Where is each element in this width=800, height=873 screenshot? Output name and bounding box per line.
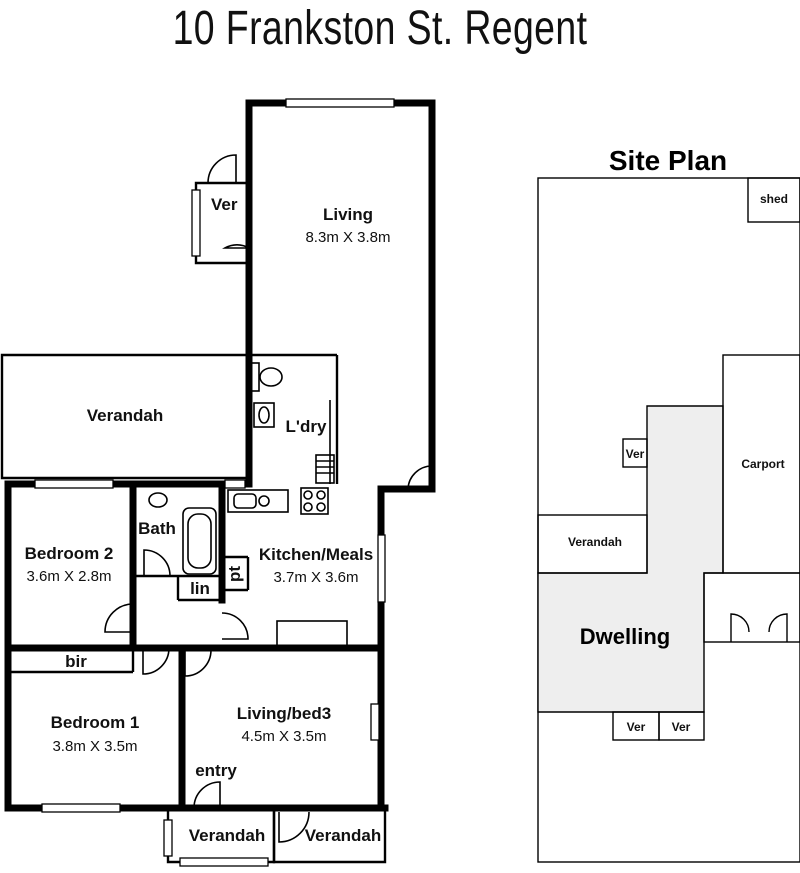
gate-enclosure-outline <box>703 572 800 643</box>
living-window-north <box>285 98 395 108</box>
bedroom2-window <box>34 479 114 489</box>
verandah-front-right-label: Verandah <box>305 826 382 845</box>
entry-label: entry <box>195 761 237 780</box>
verandah-left-window <box>163 819 173 857</box>
toilet-icon <box>259 367 283 387</box>
cooktop-icon <box>300 487 329 515</box>
gate-left-icon <box>730 613 750 642</box>
ldry-label: L'dry <box>286 417 327 436</box>
ver-side-label: Ver <box>626 447 645 461</box>
toilet-cistern <box>250 362 260 392</box>
ver-side-outline <box>622 438 648 468</box>
verandah-right-door-icon <box>278 811 310 843</box>
kitchen-size: 3.7m X 3.6m <box>273 569 358 586</box>
dwelling-label: Dwelling <box>580 624 670 649</box>
site-plan: Site Plan shed Verandah Ver Carport Dwel… <box>537 145 800 863</box>
floor-plan: Ver Living 8.3m X 3.8m Verandah L'dry Ba… <box>0 98 436 867</box>
site-plan-title: Site Plan <box>609 145 727 176</box>
living-door-swing-icon <box>222 244 250 249</box>
pt-door-icon <box>221 612 249 640</box>
ver-front-2-outline <box>658 711 705 741</box>
verandah-site-label: Verandah <box>568 535 622 549</box>
lin-label: lin <box>190 579 210 598</box>
pt-label: pt <box>225 566 244 582</box>
bedroom2-door-icon <box>104 603 134 633</box>
kitchen-bench-icon <box>276 620 348 649</box>
bathtub-icon <box>182 507 217 575</box>
dryer-icon <box>315 454 335 484</box>
laundry-tub-icon <box>253 402 275 428</box>
verandah-front-left-label: Verandah <box>189 826 266 845</box>
verandah-outline <box>0 353 249 480</box>
ldry-window <box>224 479 246 489</box>
living-label: Living <box>323 205 373 224</box>
ver-door-swing-icon <box>207 154 237 184</box>
verandah-label: Verandah <box>87 406 164 425</box>
ver-front-1-label: Ver <box>627 720 646 734</box>
page-title: 10 Frankston St. Regent <box>172 2 588 55</box>
vanity-basin-icon <box>148 492 168 508</box>
verandah-front-right-outline <box>272 808 387 864</box>
bir-label: bir <box>65 652 87 671</box>
living-size: 8.3m X 3.8m <box>305 229 390 246</box>
livingbed3-label: Living/bed3 <box>237 704 331 723</box>
bathtub-inner <box>187 513 212 569</box>
verandah-left-window-south <box>179 857 269 867</box>
bedroom1-size: 3.8m X 3.5m <box>52 738 137 755</box>
ver-label: Ver <box>211 195 238 214</box>
bedroom2-size: 3.6m X 2.8m <box>26 568 111 585</box>
kitchen-label: Kitchen/Meals <box>259 545 373 564</box>
bedroom2-label: Bedroom 2 <box>25 544 114 563</box>
livingbed3-door-icon <box>184 649 212 677</box>
laundry-tub-basin <box>258 406 270 424</box>
bedroom1-door-icon <box>142 647 170 675</box>
verandah-site-outline <box>537 514 648 574</box>
bath-door-icon <box>143 549 171 577</box>
bath-label: Bath <box>138 519 176 538</box>
entry-door-icon <box>193 781 221 809</box>
ver-front-2-label: Ver <box>672 720 691 734</box>
carport-label: Carport <box>741 457 784 471</box>
shed-outline <box>747 177 800 223</box>
living-exterior-wall <box>245 99 436 493</box>
bedroom1-window <box>41 803 121 813</box>
bedroom1-label: Bedroom 1 <box>51 713 140 732</box>
livingbed3-window <box>370 703 380 741</box>
living-exterior-door-icon <box>407 465 433 490</box>
gate-right-icon <box>768 613 788 642</box>
kitchen-window-east <box>377 534 386 603</box>
ver-window <box>191 189 201 257</box>
kitchen-sink-icon <box>227 489 289 513</box>
shed-label: shed <box>760 192 788 206</box>
livingbed3-size: 4.5m X 3.5m <box>241 728 326 745</box>
